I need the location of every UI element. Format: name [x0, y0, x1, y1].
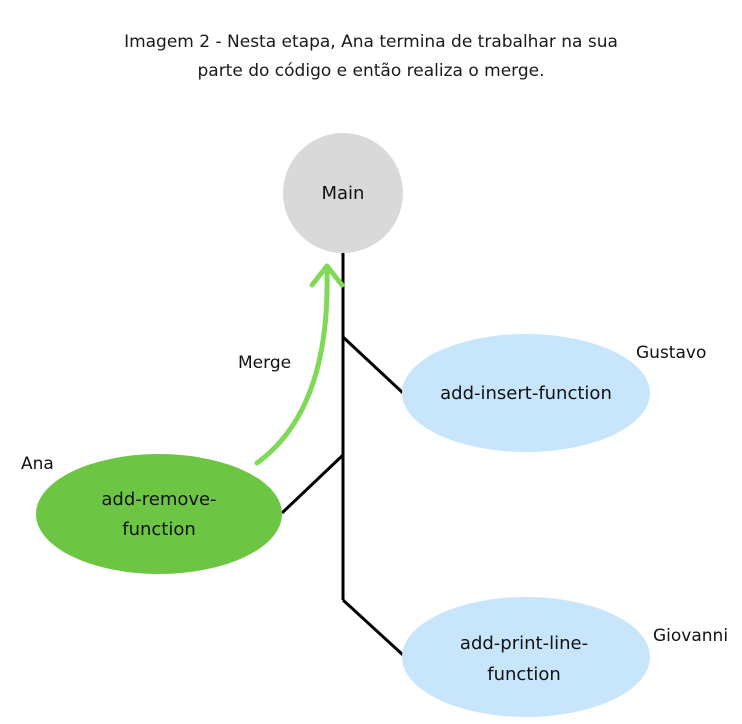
merge-label: Merge — [238, 353, 291, 373]
insert-function-node: add-insert-function — [402, 334, 650, 452]
merge-arrow — [254, 263, 345, 466]
main-node: Main — [283, 133, 403, 253]
caption-line-2: parte do código e então realiza o merge. — [197, 61, 545, 81]
print-line-function-label-line2: function — [487, 664, 561, 685]
insert-branch-connector — [341, 335, 405, 395]
print-branch-connector — [341, 598, 405, 657]
remove-function-label-line2: function — [122, 519, 196, 540]
insert-function-label: add-insert-function — [440, 383, 612, 404]
owner-label-ana: Ana — [21, 454, 54, 474]
caption-line-1: Imagem 2 - Nesta etapa, Ana termina de t… — [124, 32, 618, 52]
remove-function-label-line1: add-remove- — [101, 489, 216, 510]
main-node-label: Main — [322, 183, 365, 204]
print-line-function-label-line1: add-print-line- — [460, 633, 588, 654]
owner-label-gustavo: Gustavo — [636, 343, 706, 363]
print-line-function-node: add-print-line- function — [402, 597, 650, 717]
owner-label-giovanni: Giovanni — [653, 626, 728, 646]
remove-function-node: add-remove- function — [36, 454, 282, 574]
remove-branch-connector — [280, 453, 345, 515]
